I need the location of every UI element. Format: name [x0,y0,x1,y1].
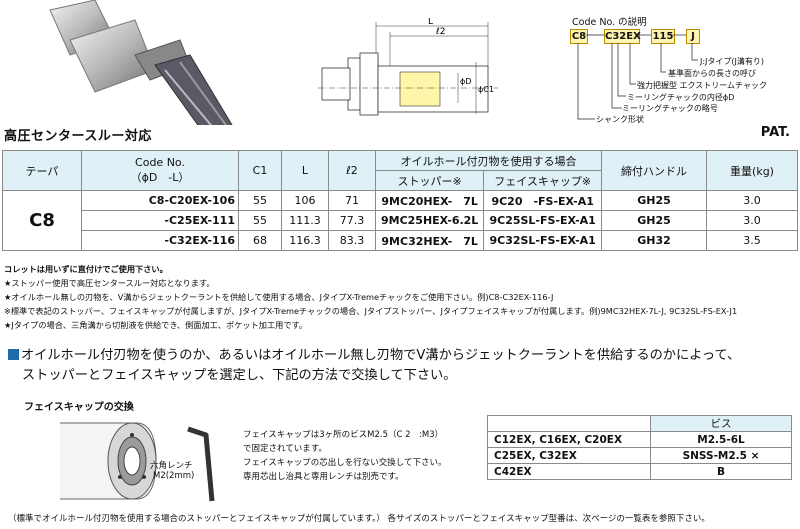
weight-cell: 3.0 [706,190,798,211]
facecap-cell: 9C25SL-FS-EX-A1 [483,210,602,231]
code-part-c32ex: C32EX [604,29,641,44]
th-weight: 重量(kg) [706,150,798,191]
screw-table: ビス C12EX, C16EX, C20EX M2.5-6L C25EX, C3… [487,415,792,480]
th-stopper: ストッパー※ [374,170,485,191]
note-line: コレットは用いずに直付けでご使用下さい。 [4,264,168,274]
handle-cell: GH32 [601,230,707,251]
table-row: C25EX, C32EX SNSS-M2.5 × [487,447,792,464]
l2-cell: 71 [328,190,376,211]
section-title: 高圧センタースルー対応 [4,129,152,144]
code-cell: -C32EX-116 [81,230,239,251]
code-part-115: 115 [651,29,675,44]
facecap-cell: 9C20 -FS-EX-A1 [483,190,602,211]
facecap-line: 専用芯出し治具と専用レンチは別売です。 [243,472,404,482]
stopper-cell: 9MC32HEX- 7L [374,230,485,251]
th-facecap: フェイスキャップ※ [483,170,602,191]
handle-cell: GH25 [601,190,707,211]
code-cell: C8-C20EX-106 [81,190,239,211]
spec-table: テーパ Code No. （ϕD -L） C1 L ℓ2 オイルホール付刃物を使… [2,150,798,251]
code-label-inner-d: ミーリングチャックの内径ϕD [627,93,735,102]
code-label-abbr: ミーリングチャックの略号 [622,104,718,113]
facecap-cell: 9C32SL-FS-EX-A1 [483,230,602,251]
th-l2: ℓ2 [328,150,376,191]
code-label-type: 強力把握型 エクストリームチャック [637,81,767,90]
pat-label: PAT. [760,125,790,140]
technical-drawing: L ℓ2 ϕD ϕC1 [318,18,498,116]
th-taper: テーパ [2,150,82,191]
facecap-subtitle: フェイスキャップの交換 [24,402,134,413]
dim-phiC1: ϕC1 [478,85,494,94]
th-code-main: Code No. [135,156,185,169]
code-part-j: J [686,29,700,44]
code-cell: -C25EX-111 [81,210,239,231]
code-label-j: J:Jタイプ(J溝有り) [700,57,765,66]
facecap-line: で固定されています。 [243,444,327,454]
note-line: ★Jタイプの場合、三角溝から切削液を供給でき、側面加工、ポケット加工用です。 [4,320,308,330]
th-c1: C1 [238,150,282,191]
th-screw: ビス [650,415,792,432]
weight-cell: 3.5 [706,230,798,251]
stopper-cell: 9MC20HEX- 7L [374,190,485,211]
code-label-length: 基準面からの長さの呼び [668,69,756,78]
c1-cell: 55 [238,190,282,211]
table-row: -C25EX-111 55 111.3 77.3 9MC25HEX-6.2L 9… [3,210,798,231]
stopper-cell: 9MC25HEX-6.2L [374,210,485,231]
th-oil-group: オイルホール付刃物を使用する場合 [375,150,602,171]
square-bullet-icon [8,349,19,360]
weight-cell: 3.0 [706,210,798,231]
taper-cell: C8 [2,190,82,251]
footer-note: （標準でオイルホール付刃物を使用する場合のストッパーとフェイスキャップが付属して… [8,514,710,524]
product-illustration [49,0,233,125]
table-row: C12EX, C16EX, C20EX M2.5-6L [487,431,792,448]
code-explain-title: Code No. の説明 [572,17,647,28]
th-code-sub: （ϕD -L） [130,171,190,184]
table-row: C42EX B [487,463,792,480]
table-row: C8 C8-C20EX-106 55 106 71 9MC20HEX- 7L 9… [2,190,798,251]
screw-cell: M2.5-6L [650,431,792,448]
c1-cell: 68 [238,230,282,251]
wrench-label-2: M2(2mm) [153,471,195,481]
note-line: ※標準で表記のストッパー、フェイスキャップが付属しますが、JタイプX-Treme… [4,306,738,316]
hex-wrench-icon [187,426,215,502]
l2-cell: 77.3 [328,210,376,231]
note-line: ★オイルホール無しの刃物を、V溝からジェットクーラントを供給して使用する場合、J… [4,292,554,302]
facecap-illustration [60,422,215,502]
handle-cell: GH25 [601,210,707,231]
code-explain-leaders [577,34,698,120]
note-line: ★ストッパー使用で高圧センタースルー対応となります。 [4,278,215,288]
size-cell: C25EX, C32EX [487,447,651,464]
lead-line: ストッパーとフェイスキャップを選定し、下記の方法で交換して下さい。 [22,368,457,383]
l2-cell: 83.3 [328,230,376,251]
dim-phiD: ϕD [460,77,471,86]
lead-line: オイルホール付刃物を使うのか、あるいはオイルホール無し刃物でV溝からジェットクー… [21,348,741,363]
code-label-shank: シャンク形状 [596,115,644,124]
size-cell: C12EX, C16EX, C20EX [487,431,651,448]
facecap-instructions: フェイスキャップは3ヶ所のビスM2.5（C 2 :M3） で固定されています。 … [243,428,447,484]
screw-cell: B [650,463,792,480]
facecap-line: フェイスキャップは3ヶ所のビスM2.5（C 2 :M3） [243,430,444,440]
wrench-label-1: 六角レンチ [150,461,193,471]
lead-paragraph: オイルホール付刃物を使うのか、あるいはオイルホール無し刃物でV溝からジェットクー… [8,346,740,386]
dim-L: L [428,18,433,27]
code-part-c8: C8 [570,29,588,44]
l-cell: 111.3 [281,210,329,231]
dim-l2: ℓ2 [435,27,445,37]
th-l: L [281,150,329,191]
th-handle: 締付ハンドル [601,150,707,191]
size-cell: C42EX [487,463,651,480]
th-code: Code No. （ϕD -L） [81,150,239,191]
l-cell: 116.3 [281,230,329,251]
l-cell: 106 [281,190,329,211]
table-row: -C32EX-116 68 116.3 83.3 9MC32HEX- 7L 9C… [3,230,798,251]
screw-cell: SNSS-M2.5 × [650,447,792,464]
facecap-line: フェイスキャップの芯出しを行ない交換して下さい。 [243,458,447,468]
notes: コレットは用いずに直付けでご使用下さい。 ★ストッパー使用で高圧センタースルー対… [4,262,800,332]
c1-cell: 55 [238,210,282,231]
